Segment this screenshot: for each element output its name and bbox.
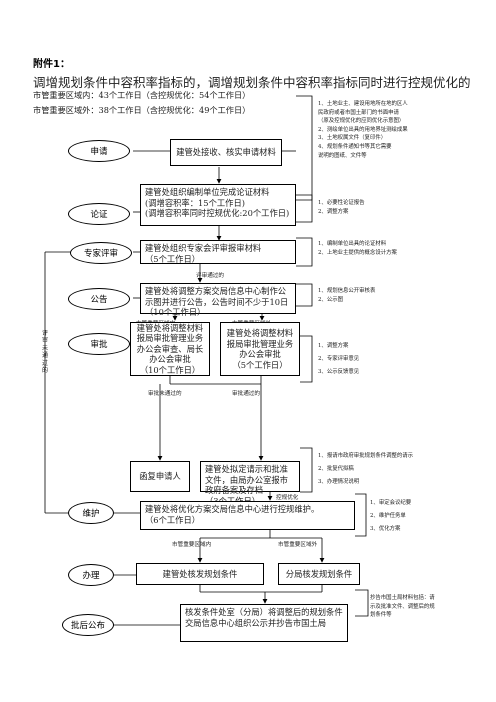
duration-outside: 市管重要区域外：38个工作日（含控规优化：49个工作日）: [33, 105, 251, 115]
note-publicity: 1、规划信息公开审核表 2、公示图: [318, 288, 376, 303]
stage-process: 办理: [68, 564, 114, 586]
approved-label: 审批通过的: [232, 391, 260, 397]
outside-label-2: 市管重要区域外: [278, 542, 318, 548]
box-apply: 建管处接收、核实申请材料: [170, 139, 282, 166]
note-apply: 1、土地业主、建设用地所在地的区人 民政府或者市国土部门的书面申请 （原及控规优…: [318, 101, 408, 159]
stage-approval-label: 审批: [90, 340, 108, 350]
stage-maintain-label: 维护: [82, 509, 100, 519]
stage-post-label: 批后公布: [70, 621, 105, 631]
box-maintain: 建管处将优化方案交局信息中心进行控规维护。 （6个工作日）: [140, 501, 355, 530]
stage-review-label: 论证: [90, 210, 108, 220]
box-issue-inside: 建管处核发规划条件: [136, 563, 264, 585]
page-title: 调增规划条件中容积率指标的，调增规划条件中容积率指标同时进行控规优化的: [33, 75, 471, 90]
note-maintain: 1、审定会议纪要 2、维护任务单 3、优化方案: [370, 500, 412, 532]
stage-expert-label: 专家评审: [83, 249, 118, 259]
note-approval: 1、调整方案 2、专家评审意见 3、公示反馈意见: [318, 343, 360, 375]
stage-expert-review: 专家评审: [70, 242, 132, 264]
stage-review: 论证: [68, 203, 130, 225]
stage-publicity-label: 公告: [90, 295, 108, 305]
note-post: 抄告市国土局材料包括：请 示及批准文件、调整后的规 划条件等: [370, 595, 435, 619]
stage-post: 批后公布: [62, 614, 114, 636]
note-review: 1、必要性论证报告 2、调整方案: [318, 200, 365, 215]
passed-label: 评审通过的: [196, 273, 224, 279]
box-post: 核发条件处室（分局）将调整后的规划条件交局信息中心组织公示并抄告市国土局: [180, 604, 348, 642]
box-review: 建管处组织编制单位完成论证材料 (调增容积率：15个工作日) (调增容积率同时控…: [140, 184, 296, 226]
stage-maintain: 维护: [68, 502, 114, 524]
box-reject-reply: 函复申请人: [130, 461, 190, 492]
stage-apply: 申请: [68, 140, 130, 162]
stage-approval: 审批: [68, 333, 130, 355]
note-approve: 1、报请市政府审批规划条件调整的请示 2、批复代拟稿 3、办理情况说明: [318, 453, 414, 485]
inside-label-2: 市管重要区域内: [172, 542, 212, 548]
stage-process-label: 办理: [82, 571, 100, 581]
stage-publicity: 公告: [68, 288, 130, 310]
box-publicity: 建管处将调整方案交局信息中心制作公示图并进行公告，公告时间不少于10日（10个工…: [140, 283, 296, 317]
duration-inside: 市管重要区域内：43个工作日（含控规优化：54个工作日）: [33, 90, 251, 100]
attachment-label: 附件1：: [33, 59, 70, 70]
note-expert: 1、编制单位出具的论证材料 2、上地业主提供的概念设计方案: [318, 241, 397, 256]
stage-apply-label: 申请: [90, 147, 108, 157]
box-approve: 建管处拟定请示和批准文件，由局办公室报市政府备案及存档 （3个工作日）: [200, 461, 300, 506]
box-approval-outside: 建管处将调整材料报局审批管理业务办公会审批 （5个工作日）: [220, 322, 300, 376]
box-issue-outside: 分局核发规划条件: [278, 563, 360, 585]
not-passed-label: 审批未通过的: [148, 391, 182, 397]
box-expert: 建管处组织专家会评审报审材料 （5个工作日）: [140, 240, 296, 264]
ctrl-opt-label: 控规优化: [276, 495, 299, 501]
review-failed-label: 评审未通过的: [41, 330, 48, 375]
box-approval-inside: 建管处将调整材料报局审批管理业务办公会审查、局长办公会审批 （10个工作日）: [130, 322, 210, 376]
